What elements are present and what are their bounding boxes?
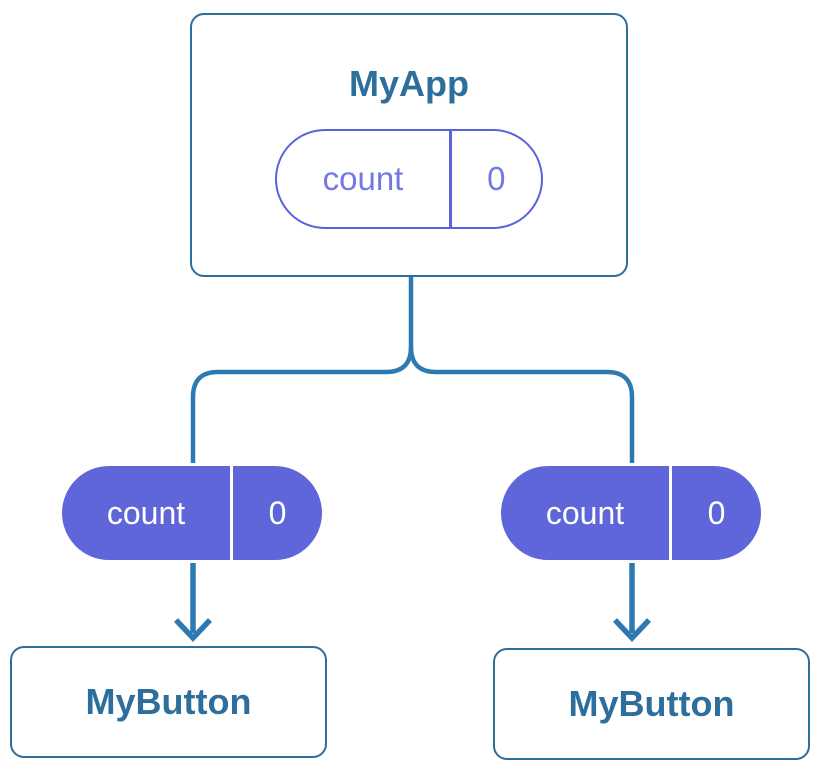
pill-divider — [669, 466, 672, 560]
left-branch-line — [190, 346, 414, 470]
mybutton-card-title: MyButton — [85, 681, 252, 722]
left-mybutton-card: MyButton — [10, 646, 327, 758]
myapp-card: MyApp count 0 — [190, 13, 628, 277]
pill-divider — [230, 466, 233, 560]
left-arrowhead-icon — [174, 618, 212, 643]
prop-value-label: 0 — [268, 494, 287, 531]
prop-name-label: count — [322, 160, 404, 197]
prop-name-label: count — [545, 494, 625, 531]
root-props-pill: count 0 — [275, 129, 543, 229]
pill-divider — [449, 131, 452, 227]
right-branch-line — [408, 346, 635, 470]
prop-value-label: 0 — [487, 160, 506, 197]
prop-name-label: count — [106, 494, 186, 531]
left-props-pill: count 0 — [59, 463, 325, 563]
mybutton-card-title: MyButton — [568, 683, 735, 724]
myapp-card-title: MyApp — [349, 63, 469, 104]
right-mybutton-card: MyButton — [493, 648, 810, 760]
right-arrowhead-icon — [613, 618, 651, 643]
right-props-pill: count 0 — [498, 463, 764, 563]
prop-value-label: 0 — [707, 494, 726, 531]
